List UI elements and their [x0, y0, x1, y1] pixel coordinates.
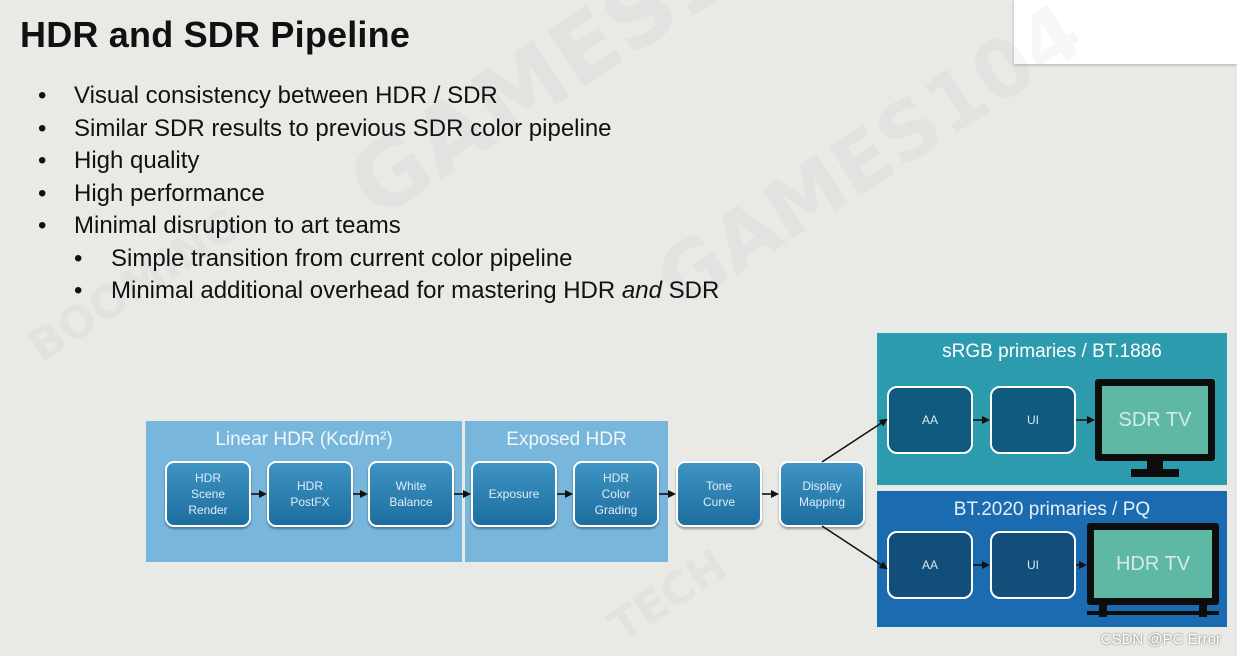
- sdr-ui-block: UI: [990, 386, 1076, 454]
- hdr-output-panel: BT.2020 primaries / PQ AA UI HDR TV: [877, 491, 1227, 627]
- bullet-item: Similar SDR results to previous SDR colo…: [38, 113, 719, 146]
- hdr-tv-icon: HDR TV: [1087, 523, 1219, 605]
- exposed-hdr-label: Exposed HDR: [506, 429, 627, 450]
- arrow-mapping-to-hdr: [821, 525, 888, 570]
- sub-bullet-emphasis: and: [621, 277, 662, 304]
- linear-hdr-label: Linear HDR (Kcd/m²): [215, 429, 393, 450]
- white-balance-block: White Balance: [368, 461, 454, 527]
- hdr-scene-render-block: HDR Scene Render: [165, 461, 251, 527]
- exposure-block: Exposure: [471, 461, 557, 527]
- hdr-tv-label: HDR TV: [1115, 552, 1191, 575]
- sub-bullet-text-end: SDR: [661, 277, 720, 304]
- bullet-item: High quality: [38, 145, 719, 178]
- block-label: Exposure: [488, 487, 540, 501]
- sdr-output-panel: sRGB primaries / BT.1886 AA UI SDR TV: [877, 333, 1227, 485]
- sdr-aa-block: AA: [887, 386, 973, 454]
- hdr-color-grading-block: HDR Color Grading: [573, 461, 659, 527]
- block-label: HDR Scene Render: [188, 471, 228, 517]
- slide-title: HDR and SDR Pipeline: [20, 14, 411, 55]
- white-corner-box: [1014, 0, 1237, 64]
- sub-bullet-item: Minimal additional overhead for masterin…: [57, 275, 719, 308]
- sub-bullet-list: Simple transition from current color pip…: [38, 243, 719, 308]
- sub-bullet-text: Minimal additional overhead for masterin…: [111, 277, 622, 304]
- sdr-output-label: sRGB primaries / BT.1886: [942, 341, 1162, 362]
- block-label: Display Mapping: [798, 479, 846, 509]
- hdr-output-label: BT.2020 primaries / PQ: [953, 499, 1151, 520]
- sdr-tv-stand: [1147, 461, 1163, 469]
- hdr-postfx-block: HDR PostFX: [267, 461, 353, 527]
- tone-curve-block: Tone Curve: [676, 461, 762, 527]
- sub-bullet-item: Simple transition from current color pip…: [57, 243, 719, 276]
- bullet-list: Visual consistency between HDR / SDR Sim…: [38, 80, 719, 308]
- block-label: UI: [1027, 413, 1039, 427]
- sdr-tv-icon: SDR TV: [1095, 379, 1215, 461]
- bullet-item: Visual consistency between HDR / SDR: [38, 80, 719, 113]
- block-label: White Balance: [389, 479, 433, 509]
- block-label: UI: [1027, 558, 1039, 572]
- sdr-tv-label: SDR TV: [1118, 408, 1192, 431]
- hdr-ui-block: UI: [990, 531, 1076, 599]
- block-label: HDR Color Grading: [594, 471, 638, 517]
- block-label: HDR PostFX: [290, 479, 330, 509]
- sdr-tv-base: [1131, 469, 1179, 477]
- hdr-tv-base: [1087, 611, 1219, 615]
- hdr-aa-block: AA: [887, 531, 973, 599]
- arrow-mapping-to-sdr: [821, 418, 888, 463]
- bullet-item: High performance: [38, 178, 719, 211]
- sub-bullet-group: Simple transition from current color pip…: [38, 243, 719, 308]
- credit-text: CSDN @PC Error: [1100, 631, 1221, 648]
- block-label: AA: [921, 558, 938, 572]
- block-label: Tone Curve: [702, 479, 735, 509]
- block-label: AA: [921, 413, 938, 427]
- bullet-item: Minimal disruption to art teams: [38, 210, 719, 243]
